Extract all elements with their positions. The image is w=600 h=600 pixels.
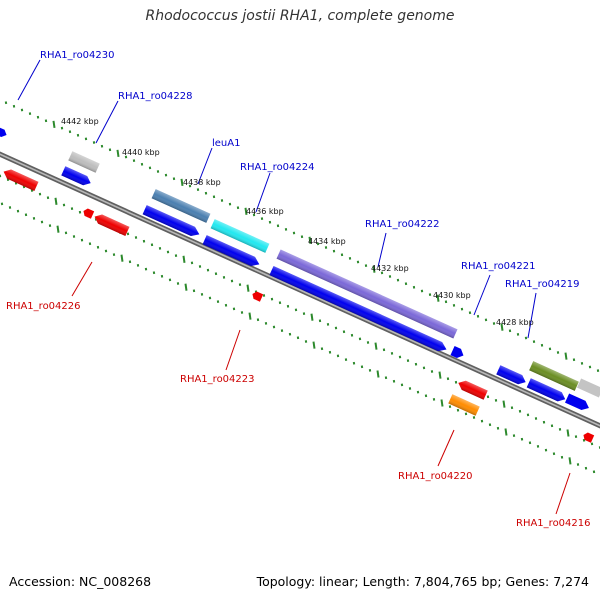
scale-tick (376, 370, 380, 378)
scale-tick (502, 400, 506, 408)
scale-tick (312, 341, 316, 349)
gene-ro04220-box[interactable] (448, 394, 480, 416)
scale-tick (54, 197, 58, 205)
leader-leuA1 (197, 147, 213, 185)
leader-ro04230 (17, 59, 41, 101)
gene-ro04222-box[interactable] (276, 249, 458, 339)
gene-ro04218-arrow[interactable] (565, 393, 591, 413)
scale-tick (374, 342, 378, 350)
leader-ro04222 (377, 232, 387, 268)
label-ro04216[interactable]: RHA1_ro04216 (516, 518, 591, 529)
label-ro04222[interactable]: RHA1_ro04222 (365, 219, 440, 230)
scale-tick (500, 323, 504, 331)
gene-labels: RHA1_ro04230 RHA1_ro04228 leuA1 RHA1_ro0… (6, 50, 591, 529)
gene-ro04223-arrow[interactable] (251, 290, 264, 302)
label-ro04220[interactable]: RHA1_ro04220 (398, 471, 473, 482)
label-leader-lines (17, 59, 571, 515)
label-ro04228[interactable]: RHA1_ro04228 (118, 91, 193, 102)
gene-ro04226-small-arrow[interactable] (82, 207, 95, 219)
leader-ro04216 (555, 472, 571, 515)
scale-label-4434: 4434 kbp (308, 237, 346, 246)
scale-tick (564, 352, 568, 360)
label-ro04219[interactable]: RHA1_ro04219 (505, 279, 580, 290)
gene-ro04224-arrow[interactable] (202, 235, 262, 269)
gene-ro04219-arrow[interactable] (526, 378, 568, 404)
leader-ro04228 (95, 100, 119, 144)
label-ro04226[interactable]: RHA1_ro04226 (6, 301, 81, 312)
label-ro04223[interactable]: RHA1_ro04223 (180, 374, 255, 385)
scale-labels: 4442 kbp 4440 kbp 4438 kbp 4436 kbp 4434… (61, 117, 534, 327)
label-leuA1[interactable]: leuA1 (212, 138, 240, 149)
scale-tick (116, 149, 120, 158)
scale-tick (52, 120, 56, 129)
scale-label-4442: 4442 kbp (61, 117, 99, 126)
label-ro04221[interactable]: RHA1_ro04221 (461, 261, 536, 272)
label-ro04224[interactable]: RHA1_ro04224 (240, 162, 315, 173)
leader-ro04220 (437, 429, 455, 467)
scale-tick (244, 207, 248, 215)
accession-text: Accession: NC_008268 (9, 574, 152, 589)
scale-tick (372, 265, 376, 273)
scale-tick (438, 371, 442, 379)
scale-tick (504, 428, 508, 436)
leader-ro04224 (255, 172, 271, 213)
gene-features (0, 125, 600, 443)
scale-tick (566, 429, 570, 437)
scale-tick (440, 399, 444, 407)
scale-tick (246, 284, 250, 292)
leader-ro04221 (473, 274, 491, 316)
scale-label-4436: 4436 kbp (246, 207, 284, 216)
gene-ro04221-arrow[interactable] (450, 345, 465, 360)
leader-ro04226 (71, 261, 93, 297)
scale-tick (308, 236, 312, 244)
gene-leuA1-box[interactable] (151, 189, 211, 223)
leader-ro04223 (225, 329, 241, 371)
gene-ro04216-arrow[interactable] (582, 431, 595, 443)
scale-tick (568, 457, 572, 465)
scale-label-4432: 4432 kbp (371, 264, 409, 273)
gene-ro04230-arrow[interactable] (0, 125, 8, 138)
scale-label-4438: 4438 kbp (183, 178, 221, 187)
scale-tick (120, 254, 124, 262)
gene-ro04227-arrow[interactable] (2, 167, 39, 191)
gene-ro04228-arrow-lower[interactable] (61, 166, 92, 187)
scale-tick (56, 225, 60, 233)
scale-tick (436, 294, 440, 302)
scale-label-4440: 4440 kbp (122, 148, 160, 157)
genome-title: Rhodococcus jostii RHA1, complete genome (145, 8, 455, 24)
gene-ro04226-arrow[interactable] (93, 212, 130, 236)
scale-label-4430: 4430 kbp (433, 291, 471, 300)
gene-ro04220-arrow-upper[interactable] (456, 378, 488, 400)
scale-tick (182, 255, 186, 263)
gene-ro04219-box[interactable] (529, 361, 579, 391)
scale-label-4428: 4428 kbp (496, 318, 534, 327)
scale-tick (180, 178, 184, 187)
gene-leuA1-arrow[interactable] (142, 205, 202, 239)
leader-ro04219 (527, 292, 537, 339)
topology-text: Topology: linear; Length: 7,804,765 bp; … (256, 574, 589, 589)
scale-tick (184, 283, 188, 291)
gene-ro04224-box[interactable] (210, 219, 270, 253)
gene-ro04218-box[interactable] (577, 378, 600, 398)
scale-tick (248, 312, 252, 320)
gene-ro04222-arrow[interactable] (269, 265, 448, 354)
label-ro04230[interactable]: RHA1_ro04230 (40, 50, 115, 61)
scale-tick (310, 313, 314, 321)
gene-ro04219-arrow-lower[interactable] (496, 365, 527, 386)
scale-ticks (0, 101, 600, 474)
gene-ro04228-arrow[interactable] (68, 151, 100, 173)
